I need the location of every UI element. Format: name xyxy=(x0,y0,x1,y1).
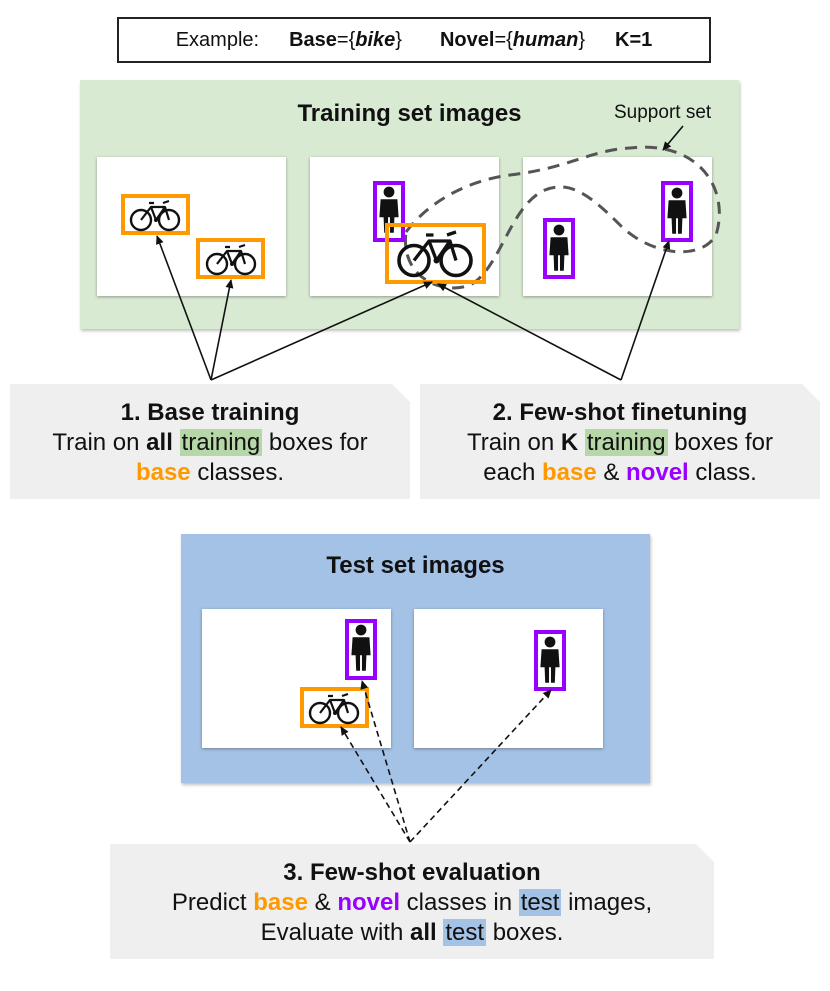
test-image-1 xyxy=(202,609,391,748)
base-eq: ={ xyxy=(336,28,356,51)
text: & xyxy=(596,459,627,486)
step-3-callout: 3. Few-shot evaluation Predict base & no… xyxy=(110,844,714,959)
step-2-line-2: each base & novel class. xyxy=(420,458,820,488)
text: boxes. xyxy=(486,919,564,946)
example-box: Example: Base={bike} Novel={human} K=1 xyxy=(117,17,711,63)
novel-key: Novel xyxy=(439,28,495,51)
text: images, xyxy=(561,889,653,916)
emphasis: all xyxy=(146,429,173,456)
highlight-test: test xyxy=(445,919,485,946)
text: boxes for xyxy=(667,429,773,456)
step-1-callout: 1. Base training Train on all training b… xyxy=(10,384,410,499)
test-image-2 xyxy=(414,609,603,748)
training-title: Training set images xyxy=(297,100,522,127)
training-image-1 xyxy=(97,157,286,296)
text: boxes for xyxy=(262,429,368,456)
step-3-line-1: Predict base & novel classes in test ima… xyxy=(110,888,714,918)
novel-word: novel xyxy=(626,459,689,486)
text: Evaluate with xyxy=(260,919,410,946)
emphasis: K xyxy=(560,429,579,456)
novel-eq: ={ xyxy=(494,28,513,51)
base-word: base xyxy=(135,459,191,486)
step-1-heading: 1. Base training xyxy=(120,399,300,426)
highlight-training: training xyxy=(586,429,666,456)
step-2-line-1: Train on K training boxes for xyxy=(420,428,820,458)
text: Train on xyxy=(467,429,561,456)
support-set-label: Support set xyxy=(614,102,712,123)
k-label: K=1 xyxy=(615,28,653,51)
step-1-line-1: Train on all training boxes for xyxy=(10,428,410,458)
step-1-line-2: base classes. xyxy=(10,458,410,488)
text: class. xyxy=(688,459,757,486)
emphasis: all xyxy=(409,919,437,946)
text: & xyxy=(307,889,338,916)
text xyxy=(173,429,180,456)
highlight-test: test xyxy=(520,889,560,916)
test-title: Test set images xyxy=(326,552,505,579)
text xyxy=(578,429,585,456)
example-prefix: Example: xyxy=(175,28,260,51)
text: each xyxy=(483,459,542,486)
base-word: base xyxy=(541,459,597,486)
training-image-3 xyxy=(523,157,712,296)
base-word: base xyxy=(253,889,308,916)
text: Predict xyxy=(171,889,254,916)
novel-close: } xyxy=(578,28,586,51)
step-3-line-2: Evaluate with all test boxes. xyxy=(110,918,714,948)
step-3-heading: 3. Few-shot evaluation xyxy=(283,859,541,886)
step-2-callout: 2. Few-shot finetuning Train on K traini… xyxy=(420,384,820,499)
base-close: } xyxy=(395,28,402,51)
base-value: bike xyxy=(355,28,396,51)
novel-word: novel xyxy=(337,889,400,916)
text: Train on xyxy=(52,429,147,456)
base-key: Base xyxy=(289,28,337,51)
training-image-2 xyxy=(310,157,499,296)
text: classes. xyxy=(190,459,285,486)
step-2-heading: 2. Few-shot finetuning xyxy=(492,399,748,426)
novel-value: human xyxy=(512,28,579,51)
text: classes in xyxy=(400,889,519,916)
highlight-training: training xyxy=(181,429,261,456)
